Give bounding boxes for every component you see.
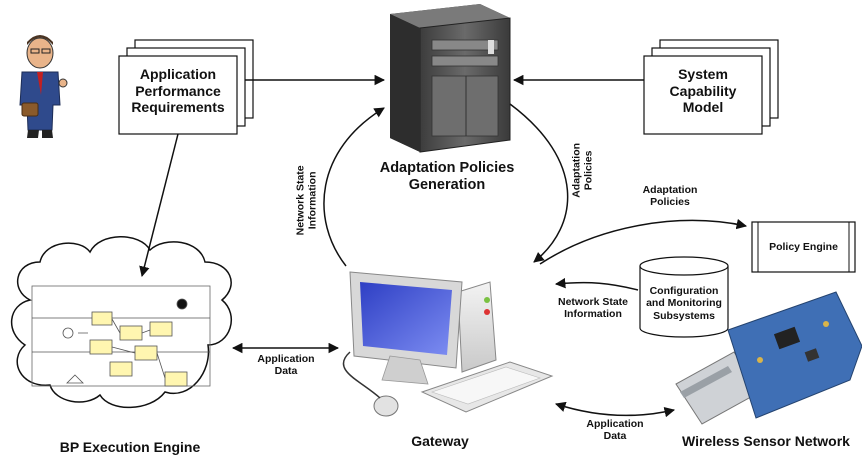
system-capability-label: System Capability Model xyxy=(669,66,737,116)
system-capability-stack xyxy=(643,39,779,135)
adaptation-policies-right-label: Adaptation Policies xyxy=(570,142,595,198)
network-state-config-label: Network State Information xyxy=(557,296,629,321)
desktop-computer-icon xyxy=(342,271,554,417)
config-monitoring-label: Configuration and Monitoring Subsystems xyxy=(646,285,722,322)
application-data-bp-label: Application Data xyxy=(257,353,315,378)
policy-engine-box xyxy=(751,221,856,273)
cloud-icon xyxy=(10,236,233,409)
wsn-label: Wireless Sensor Network xyxy=(682,433,850,449)
adaptation-generation-label: Adaptation Policies Generation xyxy=(379,160,515,194)
arrow-gateway-to-generation xyxy=(323,107,385,267)
application-data-wsn-label: Application Data xyxy=(586,418,644,443)
arrow-gateway-wsn xyxy=(555,401,676,418)
connectors xyxy=(139,74,748,418)
database-cylinder-icon xyxy=(639,256,729,338)
arrow-config-to-gateway xyxy=(554,277,639,291)
arrow-gateway-to-policy-engine xyxy=(539,218,748,265)
app-perf-req-stack xyxy=(118,39,254,135)
adaptation-policies-engine-label: Adaptation Policies xyxy=(642,184,698,209)
arrow-server-to-gateway xyxy=(509,103,569,263)
app-perf-req-label: Application Performance Requirements xyxy=(131,66,225,116)
bpmn-process-icon xyxy=(31,285,211,387)
bp-engine-label: BP Execution Engine xyxy=(59,439,201,455)
arrow-apr-to-bp xyxy=(139,133,179,278)
server-tower-icon xyxy=(390,4,511,153)
policy-engine-label: Policy Engine xyxy=(769,241,838,253)
usb-sensor-board-icon xyxy=(675,291,862,425)
businessman-icon xyxy=(19,35,68,138)
network-state-left-label: Network State Information xyxy=(294,165,319,236)
gateway-label: Gateway xyxy=(411,433,469,449)
